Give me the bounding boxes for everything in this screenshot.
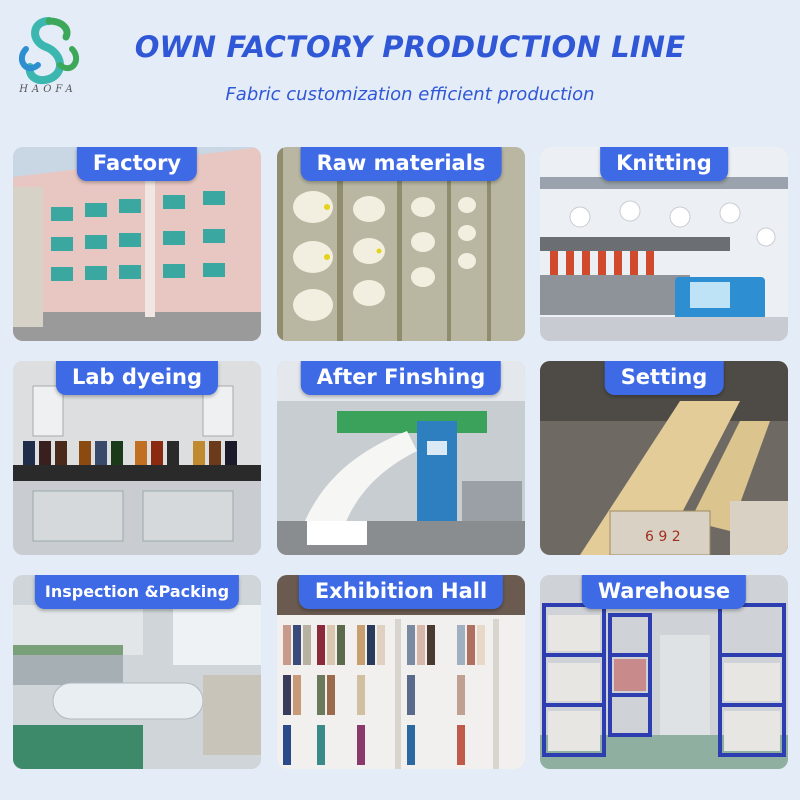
tile-setting: 6 9 2 Setting (540, 361, 788, 555)
tile-lab-dyeing: Lab dyeing (13, 361, 261, 555)
tile-after-finishing: After Finshing (277, 361, 525, 555)
tile-label: Raw materials (300, 147, 502, 181)
haofa-logo-icon (18, 17, 80, 84)
production-grid: Factory Raw materials (13, 147, 789, 791)
tile-knitting: Knitting (540, 147, 788, 341)
page-title: OWN FACTORY PRODUCTION LINE (134, 30, 686, 64)
tile-label: Inspection &Packing (34, 575, 240, 609)
tile-warehouse: Warehouse (540, 575, 788, 769)
tile-label: Exhibition Hall (298, 575, 504, 609)
tile-exhibition-hall: Exhibition Hall (277, 575, 525, 769)
tile-raw-materials: Raw materials (277, 147, 525, 341)
tile-label: Knitting (600, 147, 728, 181)
tile-label: Setting (604, 361, 724, 395)
tile-label: Warehouse (581, 575, 747, 609)
tile-inspection-packing: Inspection &Packing (13, 575, 261, 769)
tile-label: Factory (76, 147, 198, 181)
tile-factory: Factory (13, 147, 261, 341)
page-subtitle: Fabric customization efficient productio… (225, 84, 595, 105)
knitting-machine-photo (540, 147, 788, 341)
tile-label: Lab dyeing (55, 361, 219, 395)
setting-machine-photo: 6 9 2 (540, 361, 788, 555)
svg-text:6 9 2: 6 9 2 (645, 529, 681, 545)
brand-name: HAOFA (19, 84, 77, 95)
tile-label: After Finshing (300, 361, 502, 395)
